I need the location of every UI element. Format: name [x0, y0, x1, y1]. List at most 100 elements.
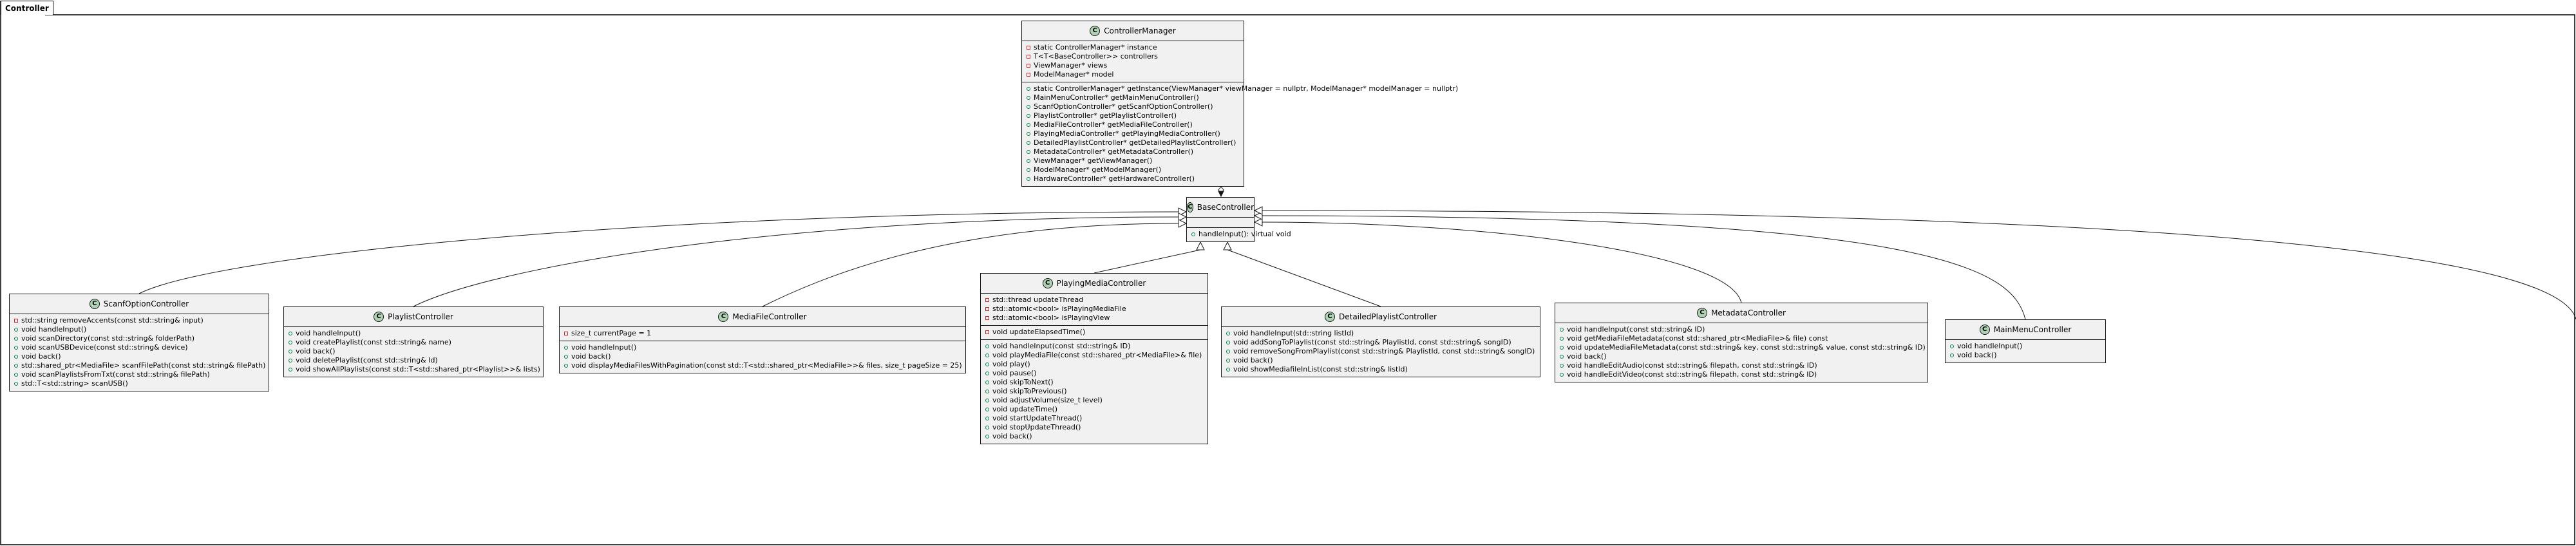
member-signature: ViewManager* views	[1034, 61, 1108, 70]
member-signature: void deletePlaylist(const std::string& I…	[296, 356, 438, 364]
member-section: static ControllerManager* getInstance(Vi…	[1022, 82, 1458, 186]
class-member: DetailedPlaylistController* getDetailedP…	[1026, 138, 1240, 147]
generalization-arrowhead	[1253, 218, 1263, 227]
generalization-line	[762, 223, 1179, 307]
class-name: BaseController	[1197, 203, 1254, 212]
member-signature: void back()	[1233, 356, 1273, 364]
class-member: void showMediafileInList(const std::stri…	[1226, 365, 1536, 374]
public-visibility-icon	[14, 355, 19, 359]
member-section: void handleInput(std::string listId)void…	[1222, 327, 1540, 377]
class-member: void updateElapsedTime()	[985, 328, 1204, 337]
member-signature: std::atomic<bool> isPlayingMediaFile	[992, 305, 1126, 313]
class-member: PlayingMediaController* getPlayingMediaC…	[1026, 129, 1240, 138]
member-signature: void handleInput()	[571, 343, 637, 352]
class-member: std::thread updateThread	[985, 296, 1204, 305]
class-stereotype-icon: C	[1187, 202, 1193, 212]
public-visibility-icon	[14, 346, 19, 350]
class-member: void updateTime()	[985, 405, 1204, 414]
member-signature: std::atomic<bool> isPlayingView	[992, 314, 1110, 322]
member-signature: void createPlaylist(const std::string& n…	[296, 338, 451, 346]
member-section: void handleInput()void createPlaylist(co…	[284, 327, 543, 377]
public-visibility-icon	[1026, 141, 1031, 145]
member-signature: std::T<std::string> scanUSB()	[21, 379, 128, 388]
member-signature: void play()	[992, 360, 1030, 368]
member-signature: void back()	[571, 352, 611, 361]
member-signature: void stopUpdateThread()	[992, 423, 1081, 431]
class-member: ViewManager* views	[1026, 61, 1240, 70]
member-signature: std::thread updateThread	[992, 296, 1084, 304]
generalization-line	[1094, 249, 1201, 274]
public-visibility-icon	[985, 344, 990, 348]
class-member: void back()	[288, 347, 539, 356]
member-signature: static ControllerManager* getInstance(Vi…	[1034, 84, 1459, 93]
class-member: void playMediaFile(const std::shared_ptr…	[985, 351, 1204, 360]
class-stereotype-icon: C	[1324, 312, 1335, 322]
member-signature: void updateTime()	[992, 405, 1058, 413]
member-signature: static ControllerManager* instance	[1034, 43, 1157, 52]
public-visibility-icon	[288, 359, 293, 362]
member-signature: void back()	[296, 347, 336, 355]
public-visibility-icon	[1949, 353, 1955, 357]
class-member: ModelManager* getModelManager()	[1026, 165, 1240, 174]
public-visibility-icon	[14, 328, 19, 332]
class-member: void deletePlaylist(const std::string& I…	[288, 356, 539, 365]
member-signature: void scanUSBDevice(const std::string& de…	[21, 343, 188, 352]
member-signature: void handleInput(const std::string& ID)	[992, 342, 1131, 350]
member-signature: void getMediaFileMetadata(const std::sha…	[1567, 334, 1828, 343]
generalization-line	[138, 211, 1179, 294]
member-signature: MetadataController* getMetadataControlle…	[1034, 147, 1194, 156]
public-visibility-icon	[1226, 350, 1231, 353]
member-signature: void back()	[1957, 351, 1997, 359]
class-stereotype-icon: C	[1090, 26, 1101, 36]
class-member: void addSongToPlaylist(const std::string…	[1226, 338, 1536, 347]
member-signature: void skipToNext()	[992, 378, 1054, 386]
member-signature: void addSongToPlaylist(const std::string…	[1233, 338, 1511, 346]
class-member: void scanPlaylistsFromTxt(const std::str…	[14, 370, 265, 379]
class-member: ModelManager* model	[1026, 70, 1240, 79]
class-member: std::atomic<bool> isPlayingMediaFile	[985, 305, 1204, 314]
member-signature: void skipToPrevious()	[992, 387, 1067, 395]
class-member: void showAllPlaylists(const std::T<std::…	[288, 365, 540, 374]
public-visibility-icon	[985, 362, 990, 366]
class-stereotype-icon: C	[1979, 325, 1990, 335]
class-member: void back()	[1949, 351, 2101, 360]
private-visibility-icon	[14, 319, 19, 323]
class-member: void back()	[985, 432, 1204, 441]
public-visibility-icon	[1559, 373, 1564, 377]
class-member: void handleInput()	[288, 329, 539, 338]
class-name: ScanfOptionController	[103, 299, 189, 308]
public-visibility-icon	[1559, 337, 1564, 341]
class-member: HardwareController* getHardwareControlle…	[1026, 174, 1240, 184]
public-visibility-icon	[985, 381, 990, 384]
package-tab: Controller	[1, 1, 53, 15]
public-visibility-icon	[1226, 332, 1231, 335]
class-member: void pause()	[985, 369, 1204, 378]
public-visibility-icon	[1191, 232, 1196, 236]
public-visibility-icon	[1026, 105, 1031, 109]
member-signature: void handleInput(std::string listId)	[1233, 329, 1354, 337]
public-visibility-icon	[288, 341, 293, 344]
class-member: void getMediaFileMetadata(const std::sha…	[1559, 334, 1924, 343]
public-visibility-icon	[1026, 87, 1031, 91]
private-visibility-icon	[985, 307, 990, 311]
member-signature: std::string removeAccents(const std::str…	[21, 316, 204, 325]
class-member: handleInput(): virtual void	[1191, 230, 1291, 239]
member-signature: void pause()	[992, 369, 1037, 377]
public-visibility-icon	[14, 382, 19, 386]
member-signature: void back()	[992, 432, 1032, 440]
class-member: MetadataController* getMetadataControlle…	[1026, 147, 1240, 156]
class-stereotype-icon: C	[374, 312, 384, 322]
class-member: void skipToNext()	[985, 378, 1204, 387]
public-visibility-icon	[1559, 355, 1564, 359]
member-signature: handleInput(): virtual void	[1198, 230, 1291, 238]
member-section: void handleInput(const std::string& ID)v…	[981, 339, 1208, 444]
class-member: void handleInput()	[564, 343, 961, 352]
